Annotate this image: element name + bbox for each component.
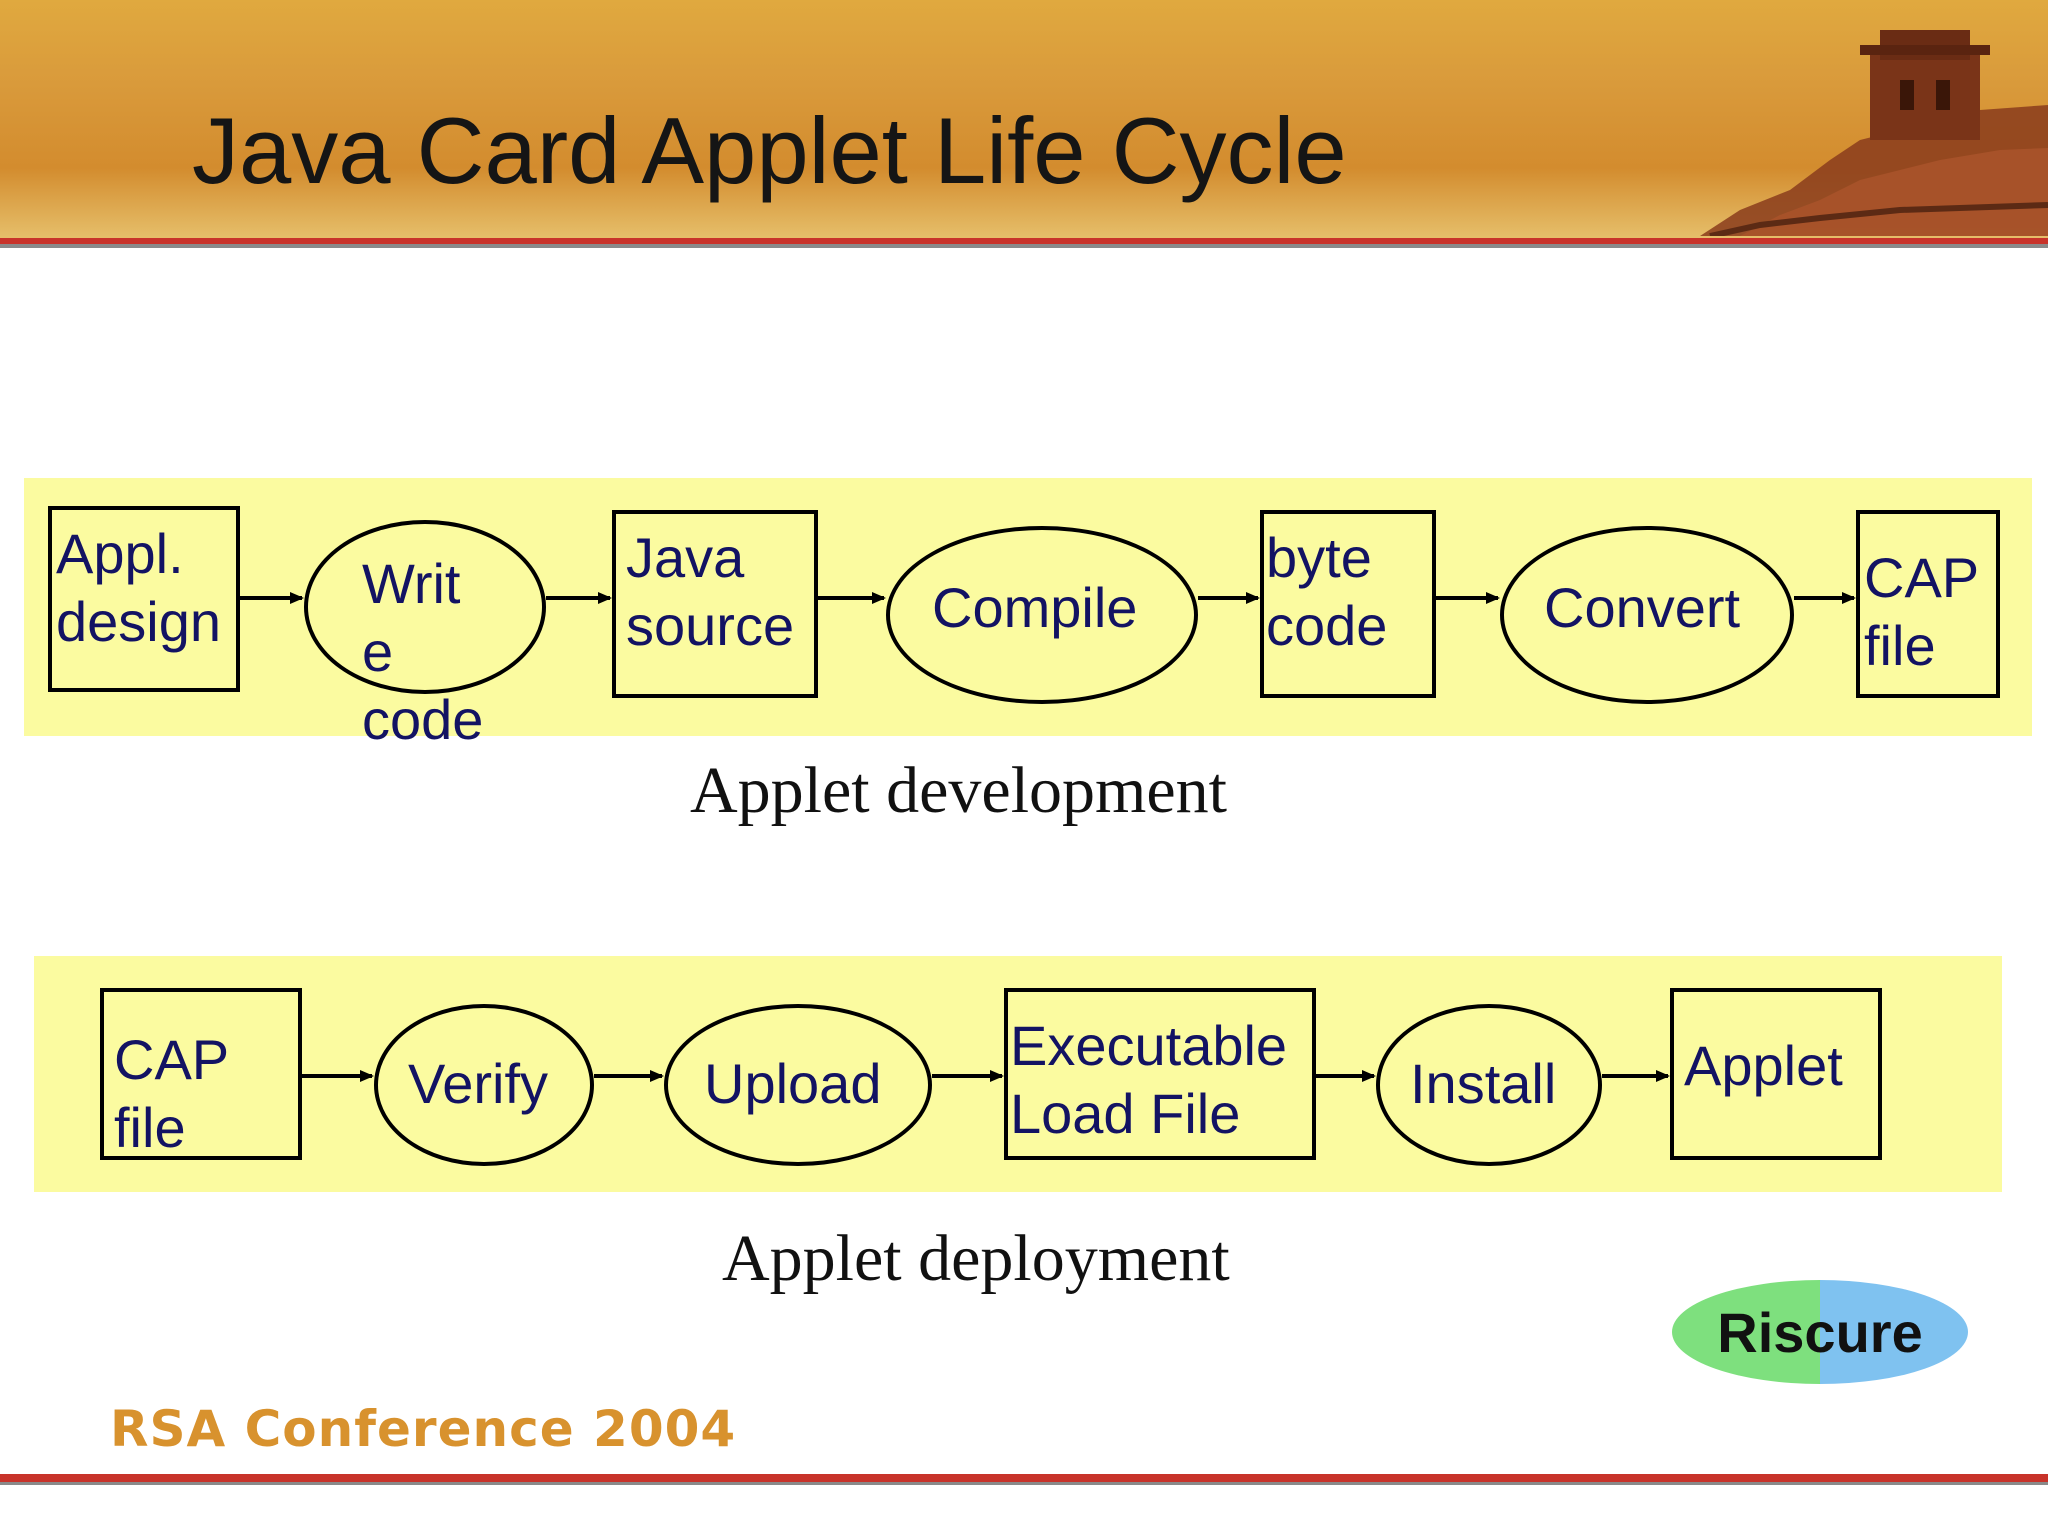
slide-header bbox=[0, 0, 2048, 240]
byte-code-box bbox=[1260, 510, 1436, 698]
applet-label: Applet bbox=[1684, 1034, 1843, 1097]
java-source-label: Java source bbox=[626, 526, 795, 657]
cap-file-label-dev: CAP file bbox=[1864, 546, 1980, 677]
install-oval bbox=[1376, 1004, 1602, 1166]
byte-code-label: byte code bbox=[1266, 526, 1388, 657]
appl-design-box bbox=[48, 506, 240, 692]
convert-oval bbox=[1500, 526, 1794, 704]
verify-label: Verify bbox=[408, 1052, 549, 1115]
cap-file-label-deploy: CAP file bbox=[114, 1028, 230, 1159]
header-rule bbox=[0, 238, 2048, 248]
development-caption: Applet development bbox=[690, 754, 1228, 827]
slide-title: Java Card Applet Life Cycle bbox=[192, 98, 1347, 203]
riscure-logo: Riscure bbox=[1672, 1280, 1968, 1384]
executable-load-file-label: Executable Load File bbox=[1010, 1014, 1288, 1145]
footer-rule-grey bbox=[0, 1482, 2048, 1485]
riscure-logo-text: Riscure bbox=[1717, 1300, 1923, 1364]
cap-file-box-deploy bbox=[100, 988, 302, 1160]
cap-file-box-dev bbox=[1856, 510, 2000, 698]
write-code-oval bbox=[304, 520, 546, 694]
compile-oval bbox=[886, 526, 1198, 704]
deployment-caption: Applet deployment bbox=[722, 1222, 1230, 1295]
appl-design-label: Appl. design bbox=[56, 522, 222, 653]
write-code-label: Writ e code bbox=[362, 552, 484, 751]
install-label: Install bbox=[1410, 1052, 1557, 1115]
upload-oval bbox=[664, 1004, 932, 1166]
applet-box bbox=[1670, 988, 1882, 1160]
footer-rule bbox=[0, 1474, 2048, 1482]
great-wall-image bbox=[1700, 30, 2048, 236]
upload-label: Upload bbox=[704, 1052, 882, 1115]
convert-label: Convert bbox=[1544, 576, 1741, 639]
executable-load-file-box bbox=[1004, 988, 1316, 1160]
compile-label: Compile bbox=[932, 576, 1138, 639]
java-source-box bbox=[612, 510, 818, 698]
verify-oval bbox=[374, 1004, 594, 1166]
conference-footer: RSA Conference 2004 bbox=[110, 1400, 737, 1458]
